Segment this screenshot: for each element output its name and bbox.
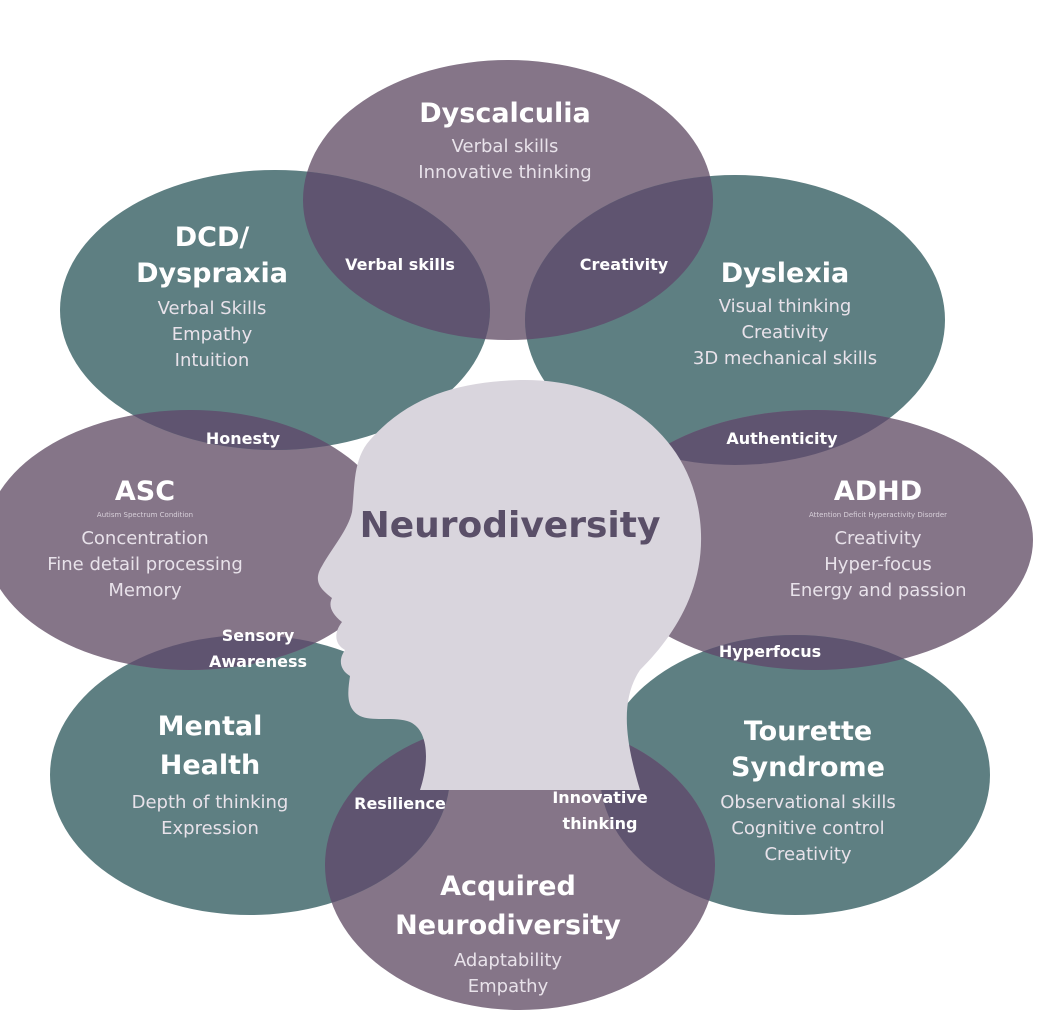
title-mental-health-line2: Health [160, 750, 261, 781]
strength: Depth of thinking [132, 792, 289, 813]
overlap-region [303, 170, 490, 340]
title-acquired-line2: Neurodiversity [395, 910, 621, 941]
overlap-label: Sensory [222, 626, 295, 645]
strength: 3D mechanical skills [693, 348, 877, 369]
strength: Empathy [172, 324, 253, 345]
overlap-label: Innovative [552, 788, 648, 807]
strength: Intuition [175, 350, 250, 371]
overlap-label: Creativity [580, 255, 669, 274]
title-adhd: ADHD [834, 476, 922, 507]
strength: Verbal Skills [158, 298, 267, 319]
overlap-region [525, 175, 713, 340]
strength: Fine detail processing [47, 554, 243, 575]
title-dcd-line2: Dyspraxia [136, 258, 288, 289]
title-dcd: DCD/ [175, 222, 250, 253]
overlap-label: Authenticity [726, 429, 838, 448]
title-mental-health: Mental [158, 711, 263, 742]
strength: Verbal skills [452, 136, 559, 157]
overlap-label: Verbal skills [345, 255, 455, 274]
overlap-label: thinking [563, 814, 638, 833]
head-silhouette-icon [317, 379, 702, 790]
subtitle-adhd: Attention Deficit Hyperactivity Disorder [809, 511, 947, 519]
strength: Expression [161, 818, 259, 839]
overlap-region [600, 720, 715, 915]
overlap-label: Resilience [354, 794, 446, 813]
strength: Adaptability [454, 950, 562, 971]
title-dyslexia: Dyslexia [721, 258, 850, 289]
strength: Empathy [468, 976, 549, 997]
title-dyscalculia: Dyscalculia [419, 98, 591, 129]
title-tourette: Tourette [744, 716, 872, 747]
strength: Memory [108, 580, 182, 601]
petal-asc [0, 410, 395, 670]
title-tourette-line2: Syndrome [731, 752, 885, 783]
overlap-region [325, 720, 450, 915]
subtitle-asc: Autism Spectrum Condition [97, 511, 193, 519]
strength: Observational skills [720, 792, 896, 813]
strength: Energy and passion [790, 580, 967, 601]
strength: Cognitive control [731, 818, 884, 839]
strength: Creativity [834, 528, 921, 549]
strength: Innovative thinking [418, 162, 591, 183]
petal-adhd [597, 410, 1033, 670]
strength: Visual thinking [719, 296, 852, 317]
title-asc: ASC [115, 476, 175, 507]
strength: Hyper-focus [824, 554, 931, 575]
strength: Creativity [741, 322, 828, 343]
center-label: Neurodiversity [360, 505, 661, 546]
overlap-label: Awareness [209, 652, 307, 671]
overlap-label: Hyperfocus [719, 642, 821, 661]
title-acquired: Acquired [440, 871, 576, 902]
strength: Concentration [81, 528, 208, 549]
overlap-label: Honesty [206, 429, 281, 448]
strength: Creativity [764, 844, 851, 865]
